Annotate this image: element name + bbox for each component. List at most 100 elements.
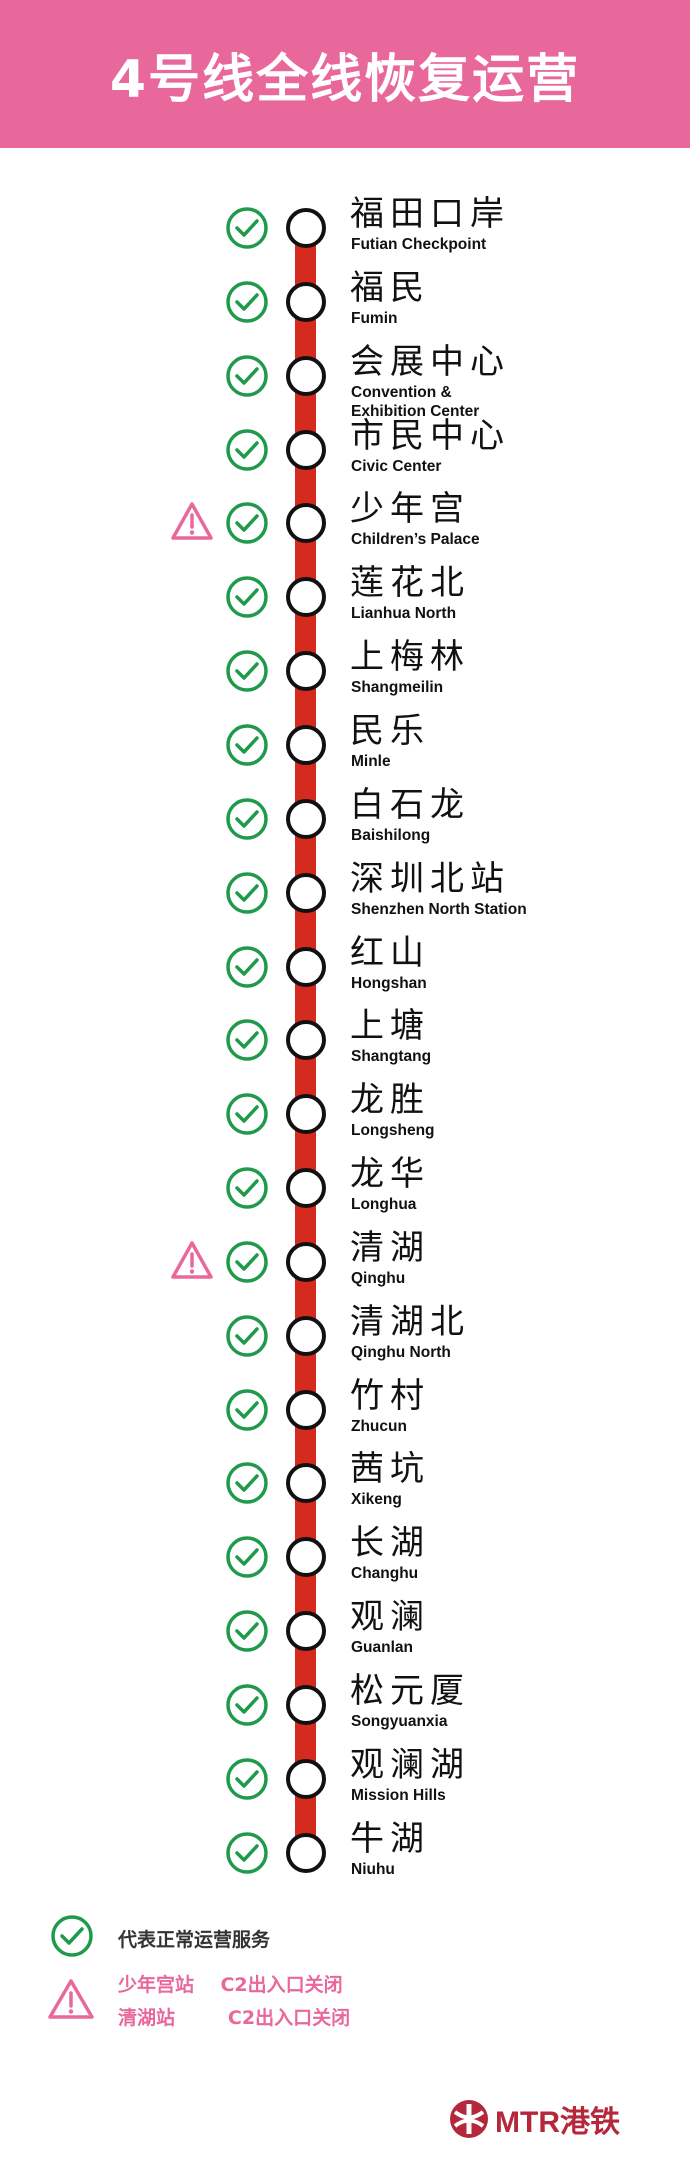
station-node-icon <box>286 355 326 396</box>
station-node-icon <box>286 1020 326 1061</box>
check-icon <box>226 1019 268 1062</box>
check-icon <box>226 1610 268 1652</box>
station-name-cn: 牛湖 <box>350 1818 430 1859</box>
station-node-icon <box>286 1611 326 1652</box>
check-icon <box>226 502 268 545</box>
check-icon <box>226 1831 268 1874</box>
check-icon <box>226 1684 268 1726</box>
check-icon <box>226 1315 268 1357</box>
station-name-cn: 红山 <box>350 932 430 973</box>
check-icon <box>226 871 268 914</box>
station-node-icon <box>286 1463 326 1504</box>
legend-check-icon <box>51 1915 93 1957</box>
station-name-cn: 莲花北 <box>350 563 470 604</box>
mtr-logo-text: MTR港铁 <box>495 2106 620 2139</box>
station-name-en: Longsheng <box>351 1122 435 1140</box>
station-name-cn: 清湖北 <box>350 1301 470 1342</box>
station-node-icon <box>286 724 326 765</box>
station-name-en: Minle <box>351 752 391 770</box>
station-node-icon <box>286 946 326 987</box>
check-icon <box>226 1388 268 1431</box>
station-node-icon <box>286 429 326 470</box>
station-name-en: Xikeng <box>351 1491 402 1509</box>
station-row: 福田口岸 Futian Checkpoint <box>0 194 690 298</box>
station-name-cn: 观澜 <box>350 1597 430 1638</box>
station-name-cn: 长湖 <box>350 1523 430 1564</box>
station-name-en: Baishilong <box>351 826 431 844</box>
station-name-cn: 市民中心 <box>350 415 510 456</box>
station-node-icon <box>286 1241 326 1282</box>
station-name-en: Changhu <box>351 1565 419 1583</box>
station-node-icon <box>286 1758 326 1799</box>
station-node-icon <box>286 651 326 692</box>
station-name-cn: 会展中心 <box>350 341 510 382</box>
check-icon <box>226 576 268 618</box>
station-node-icon <box>286 208 326 248</box>
station-name-cn: 少年宫 <box>350 489 470 530</box>
check-icon <box>226 354 268 397</box>
station-node-icon <box>286 1537 326 1578</box>
station-node-icon <box>286 1315 326 1356</box>
station-name-en: Futian Checkpoint <box>351 236 487 253</box>
station-name-cn: 上梅林 <box>350 637 470 678</box>
station-name-en: Civic Center <box>351 457 442 475</box>
station-name-en: Qinghu <box>351 1269 406 1287</box>
check-icon <box>226 1758 268 1800</box>
station-name-en: Children’s Palace <box>351 531 480 549</box>
page-title: 4号线全线恢复运营 <box>109 49 581 110</box>
station-name-en: Shangtang <box>351 1048 432 1066</box>
station-name-en: Songyuanxia <box>351 1713 448 1730</box>
station-name-en: Shangmeilin <box>351 679 444 697</box>
station-name-cn: 深圳北站 <box>350 858 510 899</box>
station-name-cn: 福田口岸 <box>350 194 510 234</box>
check-icon <box>226 650 268 692</box>
station-name-en: Shenzhen North Station <box>351 900 527 918</box>
check-icon <box>226 207 268 249</box>
station-name-cn: 上塘 <box>350 1006 430 1047</box>
legend-warning-icon <box>48 1979 94 2019</box>
station-name-en: Longhua <box>351 1196 417 1214</box>
station-name-en: Guanlan <box>351 1639 414 1657</box>
station-name-en: Lianhua North <box>351 605 457 623</box>
station-node-icon <box>286 577 326 618</box>
check-icon <box>226 428 268 471</box>
station-node-icon <box>286 1389 326 1430</box>
station-node-icon <box>286 503 326 544</box>
legend-ok-text: 代表正常运营服务 <box>118 1929 271 1951</box>
station-name-en: Convention & Exhibition Center <box>351 383 480 420</box>
station-name-en: Zhucun <box>351 1417 407 1435</box>
station-node-icon <box>286 1168 326 1209</box>
station-name-cn: 福民 <box>350 267 430 308</box>
station-name-cn: 清湖 <box>350 1227 430 1268</box>
station-node-icon <box>286 1094 326 1135</box>
check-icon <box>226 945 268 988</box>
station-name-cn: 茜坑 <box>350 1449 430 1490</box>
station-name-cn: 白石龙 <box>350 784 470 825</box>
station-name-cn: 龙华 <box>350 1154 430 1195</box>
legend-warn-line-2: 清湖站 C2出入口关闭 <box>118 2007 351 2029</box>
legend-warn-line-1: 少年宫站 C2出入口关闭 <box>118 1974 343 1996</box>
check-icon <box>226 1093 268 1135</box>
station-name-en: Hongshan <box>351 974 427 992</box>
station-name-cn: 民乐 <box>350 710 430 751</box>
check-icon <box>226 798 268 840</box>
station-name-cn: 龙胜 <box>350 1080 430 1121</box>
station-name-en: Mission Hills <box>351 1786 446 1804</box>
check-icon <box>226 724 268 766</box>
station-node-icon <box>286 872 326 913</box>
station-node-icon <box>286 798 326 839</box>
